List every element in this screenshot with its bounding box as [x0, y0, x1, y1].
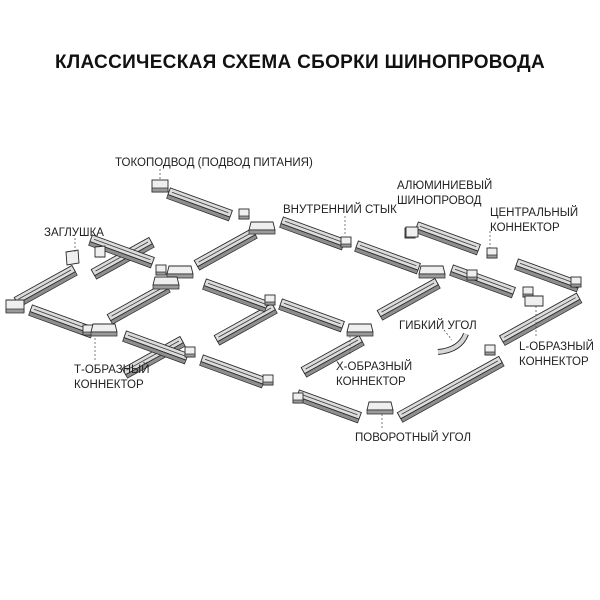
label-x-connector-line2: КОННЕКТОР — [336, 376, 406, 388]
label-t-connector-line2: КОННЕКТОР — [74, 379, 144, 391]
label-aluminium-line2: ШИНОПРОВОД — [397, 195, 482, 207]
label-end-cap: ЗАГЛУШКА — [44, 227, 104, 239]
label-x-connector-line1: Х-ОБРАЗНЫЙ — [336, 360, 412, 373]
inner-joint-part — [466, 269, 478, 281]
diagram-title: КЛАССИЧЕСКАЯ СХЕМА СБОРКИ ШИНОПРОВОДА — [54, 52, 546, 73]
inner-joint-part — [570, 276, 582, 288]
rail-segment — [354, 240, 421, 275]
rail-segment — [199, 354, 266, 389]
inner-joint-part — [264, 294, 276, 306]
feed-connector-part — [151, 179, 169, 193]
connectors — [5, 179, 582, 415]
label-aluminium-line1: АЛЮМИНИЕВЫЙ — [397, 179, 492, 192]
t-connector-hub — [248, 221, 276, 235]
label-central-line1: ЦЕНТРАЛЬНЫЙ — [490, 206, 578, 219]
label-central-line2: КОННЕКТОР — [490, 222, 560, 234]
rail-segment — [295, 389, 362, 424]
leader-lines — [74, 169, 537, 430]
inner-joint-part — [340, 236, 352, 248]
flexible-corner-part — [437, 332, 469, 355]
label-feed: ТОКОПОДВОД (ПОДВОД ПИТАНИЯ) — [115, 157, 313, 169]
corner-connector-part — [5, 299, 25, 314]
central-connector-hub — [418, 265, 446, 279]
end-cap-part — [94, 245, 106, 258]
x-connector-hub — [346, 323, 374, 337]
t-connector-hub — [90, 323, 118, 337]
inner-joint-part — [486, 247, 498, 259]
rail-segment — [166, 187, 233, 222]
rail-segment — [449, 264, 516, 299]
inner-joint-part — [184, 346, 196, 358]
rail-segment — [396, 355, 505, 423]
end-cap-part — [65, 249, 80, 266]
rail-segment — [414, 221, 481, 256]
rail-segment — [193, 228, 258, 271]
inner-joint-part — [292, 392, 304, 404]
rail-segment — [278, 298, 345, 333]
label-swivel-corner: ПОВОРОТНЫЙ УГОЛ — [355, 431, 471, 444]
inner-joint-part — [522, 286, 534, 298]
label-t-connector-line1: Т-ОБРАЗНЫЙ — [74, 363, 150, 376]
rail-segment — [213, 303, 278, 346]
inner-joint-part — [262, 374, 274, 386]
l-connector-part — [524, 295, 544, 307]
label-flex-corner: ГИБКИЙ УГОЛ — [399, 319, 477, 332]
inner-joint-part — [238, 208, 250, 220]
labels: ТОКОПОДВОД (ПОДВОД ПИТАНИЯ) ВНУТРЕННИЙ С… — [44, 157, 594, 444]
label-l-connector-line1: L-ОБРАЗНЫЙ — [519, 340, 594, 353]
x-connector-hub — [166, 265, 194, 279]
label-l-connector-line2: КОННЕКТОР — [519, 356, 589, 368]
inner-joint-part — [155, 264, 167, 276]
swivel-corner-hub — [366, 401, 394, 415]
rail-segment — [279, 216, 346, 251]
central-connector-part — [405, 226, 419, 238]
inner-joint-part — [484, 344, 496, 356]
rail-segment — [376, 278, 441, 321]
label-inner-joint: ВНУТРЕННИЙ СТЫК — [283, 203, 397, 216]
rail-segment — [202, 278, 269, 313]
x-connector-hub — [152, 276, 180, 290]
